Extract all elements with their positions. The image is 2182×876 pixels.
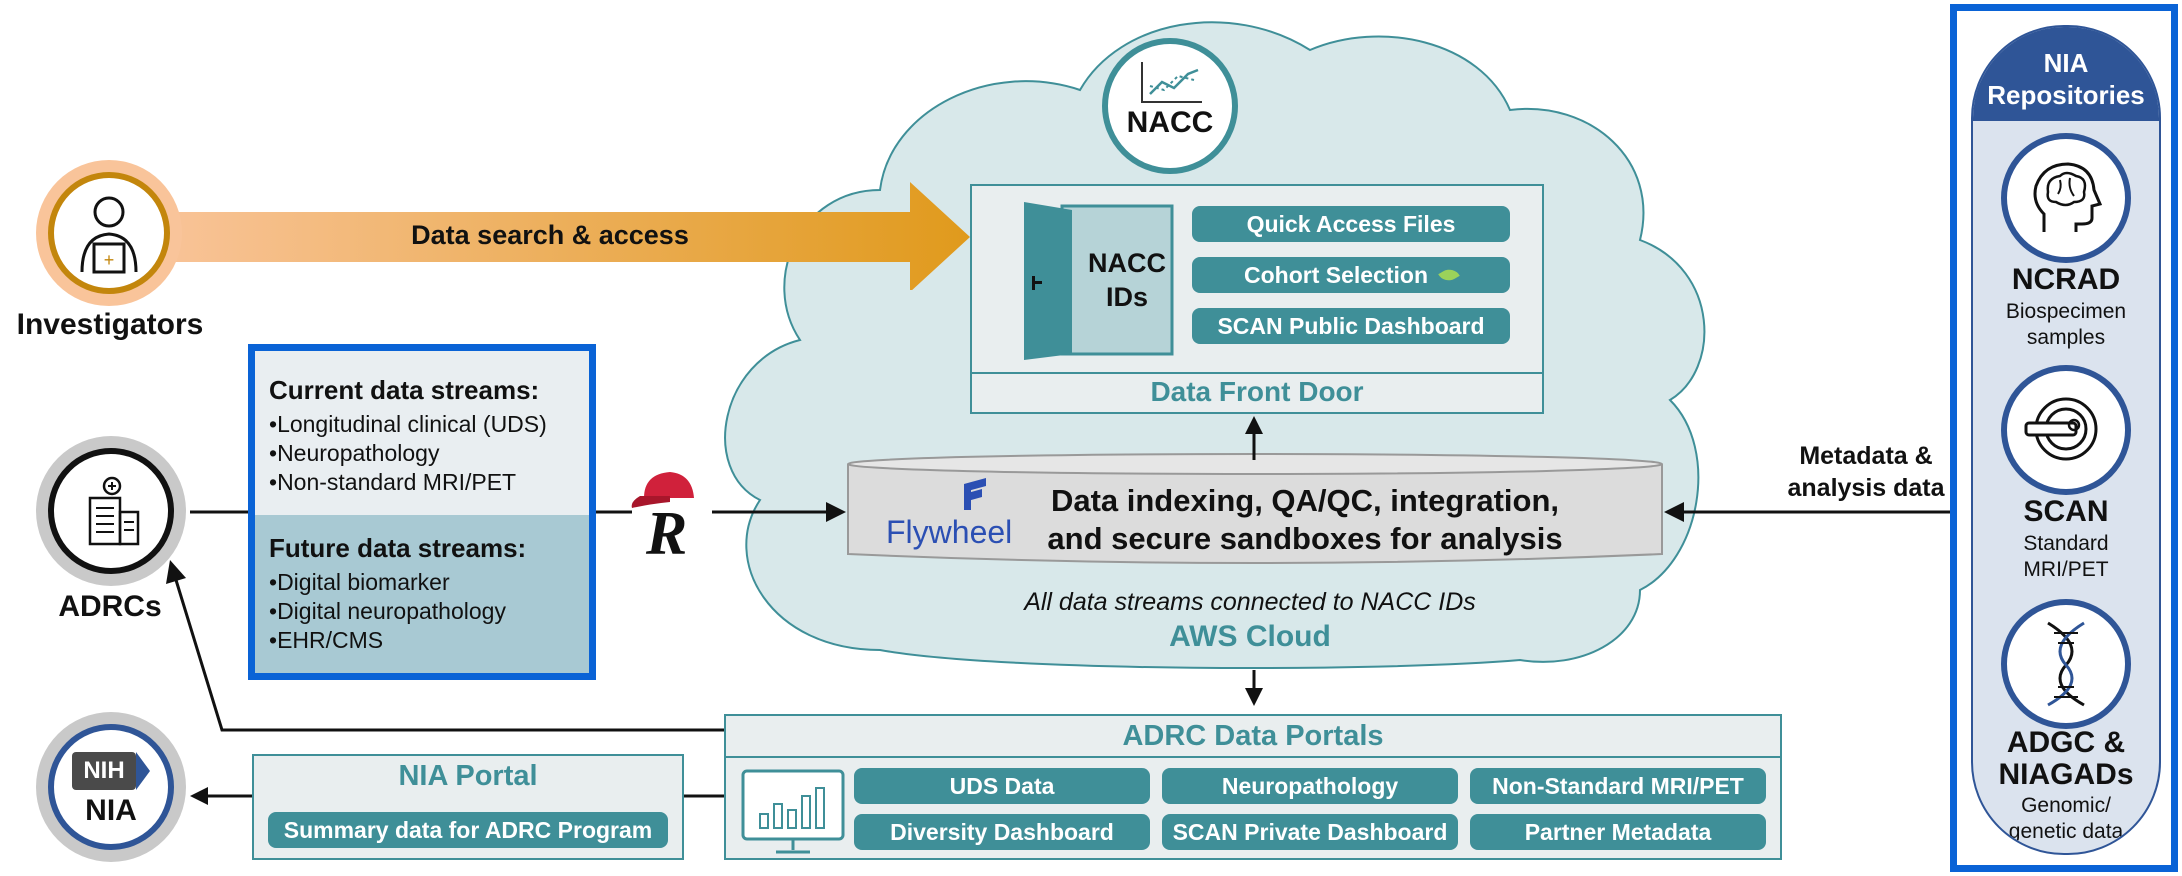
summary-data-button[interactable]: Summary data for ADRC Program — [268, 812, 668, 848]
scanner-icon — [2024, 397, 2098, 461]
adgc-desc-line2: genetic data — [2008, 820, 2124, 843]
adgc-icon-circle[interactable] — [2001, 599, 2131, 729]
ncrad-description: Biospecimen samples — [1973, 299, 2159, 351]
nia-portal-title: NIA Portal — [398, 760, 538, 792]
scan-private-dashboard-button[interactable]: SCAN Private Dashboard — [1162, 814, 1458, 850]
investigator-avatar: + — [36, 160, 182, 306]
flywheel-logo-text: Flywheel — [886, 514, 1013, 550]
repositories-header: NIA Repositories — [1973, 27, 2159, 121]
nia-avatar: NIH NIA — [36, 712, 186, 862]
adrcs-label: ADRCs — [58, 590, 162, 623]
list-item: Digital biomarker — [269, 568, 589, 597]
future-streams-list: Digital biomarker Digital neuropathology… — [269, 568, 589, 655]
scan-desc-line2: MRI/PET — [2023, 558, 2109, 581]
scan-icon-circle[interactable] — [2001, 365, 2131, 495]
data-streams-box: Current data streams: Longitudinal clini… — [248, 344, 596, 680]
metadata-label: Metadata & analysis data — [1766, 440, 1966, 504]
diversity-dashboard-button[interactable]: Diversity Dashboard — [854, 814, 1150, 850]
adrc-data-portals-title: ADRC Data Portals — [1122, 720, 1384, 752]
adrc-avatar — [36, 436, 186, 586]
list-item: EHR/CMS — [269, 626, 589, 655]
list-item: Longitudinal clinical (UDS) — [269, 410, 589, 439]
uds-data-button[interactable]: UDS Data — [854, 768, 1150, 804]
scan-public-dashboard-button[interactable]: SCAN Public Dashboard — [1192, 308, 1510, 344]
flywheel-description: Data indexing, QA/QC, integration, and s… — [1020, 482, 1590, 558]
current-streams-list: Longitudinal clinical (UDS) Neuropatholo… — [269, 410, 589, 497]
hospital-building-icon — [88, 476, 140, 546]
adgc-description: Genomic/ genetic data — [1973, 793, 2159, 845]
metadata-label-line2: analysis data — [1787, 474, 1945, 502]
neuropathology-button[interactable]: Neuropathology — [1162, 768, 1458, 804]
data-front-door-panel: NACC IDs Quick Access Files Cohort Selec… — [970, 184, 1544, 414]
chart-line-icon — [1141, 62, 1202, 103]
ncrad-icon-circle[interactable] — [2001, 133, 2131, 263]
metadata-label-line1: Metadata & — [1799, 442, 1933, 470]
front-door-divider — [972, 372, 1542, 374]
repositories-title-line2: Repositories — [1987, 80, 2145, 110]
adgc-name-line2: NIAGADs — [1998, 758, 2134, 791]
adgc-desc-line1: Genomic/ — [2021, 794, 2111, 817]
current-streams-title: Current data streams: — [269, 375, 540, 405]
repositories-title-line1: NIA — [2043, 48, 2089, 78]
scan-description: Standard MRI/PET — [1973, 531, 2159, 583]
cohort-selection-button[interactable]: Cohort Selection — [1192, 257, 1510, 293]
flywheel-cylinder — [847, 453, 1663, 564]
cloud-caption: All data streams connected to NACC IDs — [1024, 588, 1476, 616]
repositories-capsule: NIA Repositories NCRAD Biospecimen sampl… — [1971, 25, 2161, 855]
adgc-name-line1: ADGC & — [2006, 726, 2126, 759]
nacc-label: NACC — [1126, 106, 1214, 139]
nia-repositories-panel: NIA Repositories NCRAD Biospecimen sampl… — [1950, 4, 2178, 872]
adrc-data-portals-panel: ADRC Data Portals UDS Data Neuropatholog… — [724, 714, 1782, 860]
scan-desc-line1: Standard — [2023, 532, 2109, 555]
nacc-logo: NACC — [1102, 38, 1238, 174]
future-streams-title: Future data streams: — [269, 533, 527, 563]
svg-text:+: + — [104, 250, 115, 270]
flywheel-description-line1: Data indexing, QA/QC, integration, — [1050, 483, 1560, 518]
quick-access-files-button[interactable]: Quick Access Files — [1192, 206, 1510, 242]
ncrad-desc-line2: samples — [2026, 326, 2106, 349]
future-streams-section: Future data streams: Digital biomarker D… — [255, 515, 589, 673]
data-search-arrow — [150, 182, 970, 290]
adrc-portals-header — [726, 716, 1780, 758]
flywheel-logo-icon — [964, 478, 986, 510]
data-search-label: Data search & access — [411, 220, 689, 250]
nia-label: NIA — [85, 794, 137, 827]
adgc-name: ADGC & NIAGADs — [1973, 727, 2159, 791]
monitor-chart-icon — [741, 769, 845, 854]
dna-icon — [2047, 621, 2085, 707]
ncrad-desc-line1: Biospecimen — [2005, 300, 2127, 323]
nacc-ids-label: NACC IDs — [1088, 248, 1166, 312]
data-front-door-title: Data Front Door — [1150, 376, 1364, 407]
nih-badge-chevron — [136, 752, 150, 790]
door-icon — [1024, 202, 1174, 360]
flywheel-description-line2: and secure sandboxes for analysis — [1047, 521, 1563, 556]
current-streams-section: Current data streams: Longitudinal clini… — [255, 351, 589, 515]
partner-metadata-button[interactable]: Partner Metadata — [1470, 814, 1766, 850]
nia-portal-panel: NIA Portal Summary data for ADRC Program — [252, 754, 684, 860]
svg-text:R: R — [645, 500, 687, 558]
ncrad-name: NCRAD — [2011, 263, 2121, 296]
doctor-icon: + — [80, 196, 138, 274]
cohort-selection-label: Cohort Selection — [1243, 261, 1428, 288]
brain-head-icon — [2033, 162, 2103, 232]
r-cap-logo-icon: R — [631, 472, 694, 558]
non-standard-mri-pet-button[interactable]: Non-Standard MRI/PET — [1470, 768, 1766, 804]
nih-badge-icon: NIH — [72, 752, 136, 790]
list-item: Neuropathology — [269, 439, 589, 468]
scan-name: SCAN — [2023, 495, 2109, 528]
list-item: Digital neuropathology — [269, 597, 589, 626]
list-item: Non-standard MRI/PET — [269, 468, 589, 497]
aws-cloud-title: AWS Cloud — [1169, 620, 1331, 653]
nih-badge-text: NIH — [83, 757, 125, 784]
investigators-label: Investigators — [16, 308, 204, 341]
